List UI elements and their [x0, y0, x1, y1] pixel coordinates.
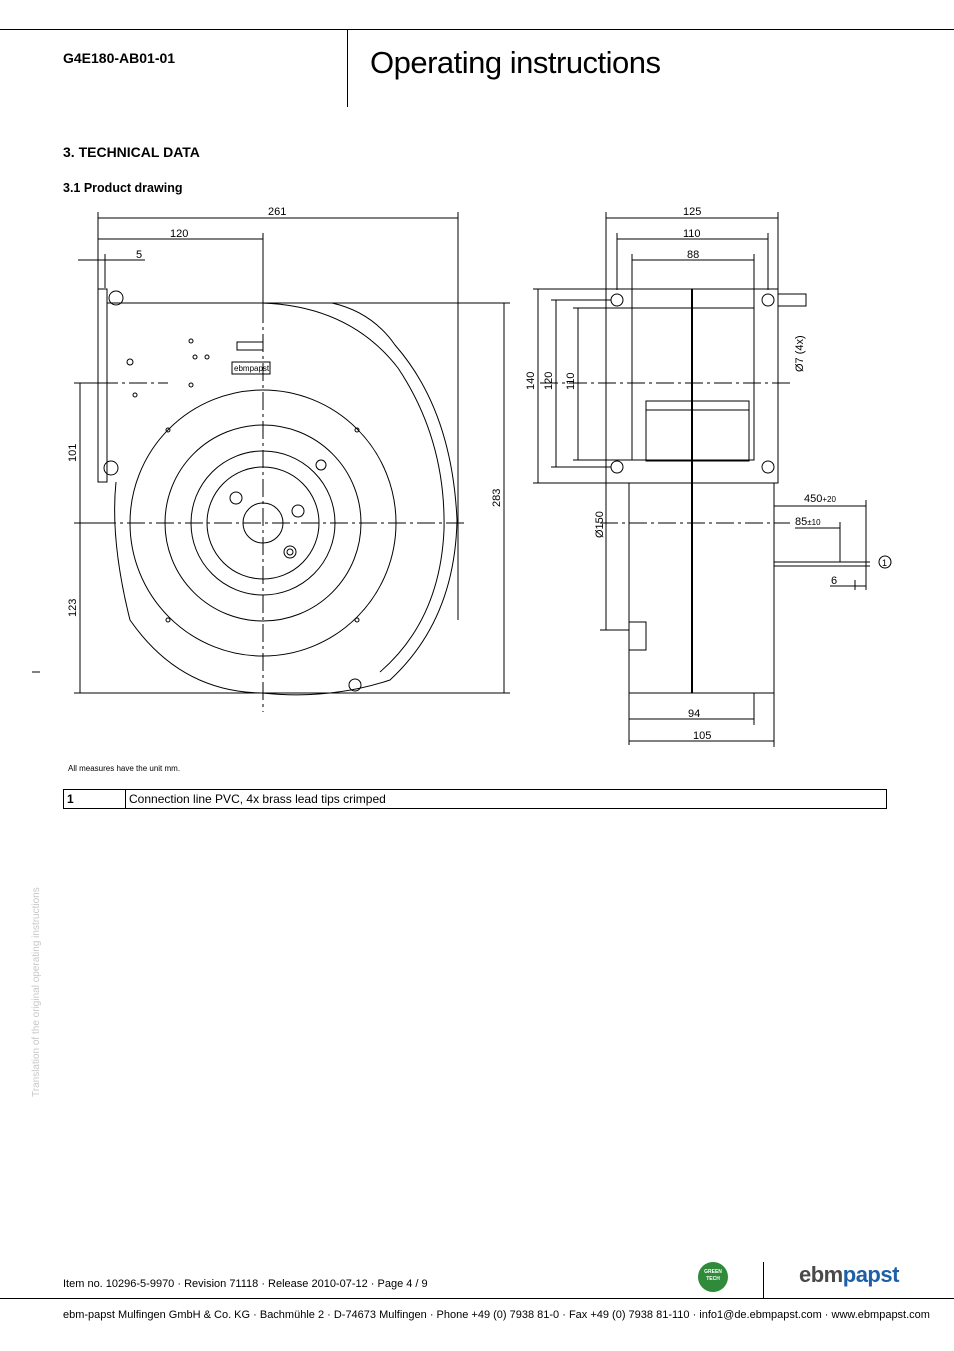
dim-outlet-diameter: Ø150: [594, 511, 606, 538]
dim-upper-height: 101: [67, 444, 79, 462]
dim-inner-depth: 88: [687, 249, 699, 261]
measure-note: All measures have the unit mm.: [68, 764, 181, 773]
dim-hole-spacing-inner: 110: [565, 372, 577, 390]
greentech-badge-icon: GREEN TECH: [698, 1262, 728, 1292]
product-drawing: 261 120 5 101 123 283 ebmpapst 125 110 8…: [32, 206, 892, 747]
dim-strip-length: 85±10: [795, 516, 821, 528]
dim-lower-height: 123: [67, 599, 79, 617]
dim-flange-offset: 5: [136, 249, 142, 261]
header-divider: [347, 29, 348, 107]
dim-hub-offset: 120: [170, 228, 188, 240]
header-top-rule: [0, 29, 954, 30]
translation-note: Translation of the original operating in…: [31, 887, 42, 1097]
item-info: Item no. 10296-5-9970 · Revision 71118 ·…: [63, 1278, 428, 1290]
subsection-title: 3.1 Product drawing: [63, 181, 183, 195]
dim-overall-height: 283: [491, 489, 503, 507]
dim-bottom-inner: 94: [688, 708, 700, 720]
dim-flange-depth: 110: [683, 228, 701, 240]
dim-overall-width: 261: [268, 206, 286, 218]
dim-cable-length: 450+20: [804, 493, 836, 505]
footer-rule: [0, 1298, 954, 1299]
nameplate-text: ebmpapst: [234, 364, 270, 373]
legend-number: 1: [63, 789, 126, 809]
logo-papst: papst: [842, 1262, 900, 1287]
dim-flange-height: 140: [525, 372, 537, 390]
company-logo: ebmpapst: [799, 1262, 899, 1288]
logo-divider: [763, 1262, 764, 1298]
table-row: 1 Connection line PVC, 4x brass lead tip…: [63, 789, 887, 809]
dim-hole-spacing-outer: 120: [543, 372, 555, 390]
legend-description: Connection line PVC, 4x brass lead tips …: [125, 789, 887, 809]
dim-tip-length: 6: [831, 575, 837, 587]
callout-number: 1: [882, 558, 887, 568]
page-title: Operating instructions: [370, 45, 661, 80]
dim-hole-diameter: Ø7 (4x): [794, 335, 806, 372]
legend-table: 1 Connection line PVC, 4x brass lead tip…: [63, 789, 887, 809]
logo-ebm: ebm: [799, 1262, 843, 1287]
company-address: ebm-papst Mulfingen GmbH & Co. KG · Bach…: [63, 1309, 930, 1321]
dim-overall-depth: 125: [683, 206, 701, 218]
dim-bottom-outer: 105: [693, 730, 711, 742]
product-code: G4E180-AB01-01: [63, 50, 176, 66]
section-title: 3. TECHNICAL DATA: [63, 144, 200, 160]
